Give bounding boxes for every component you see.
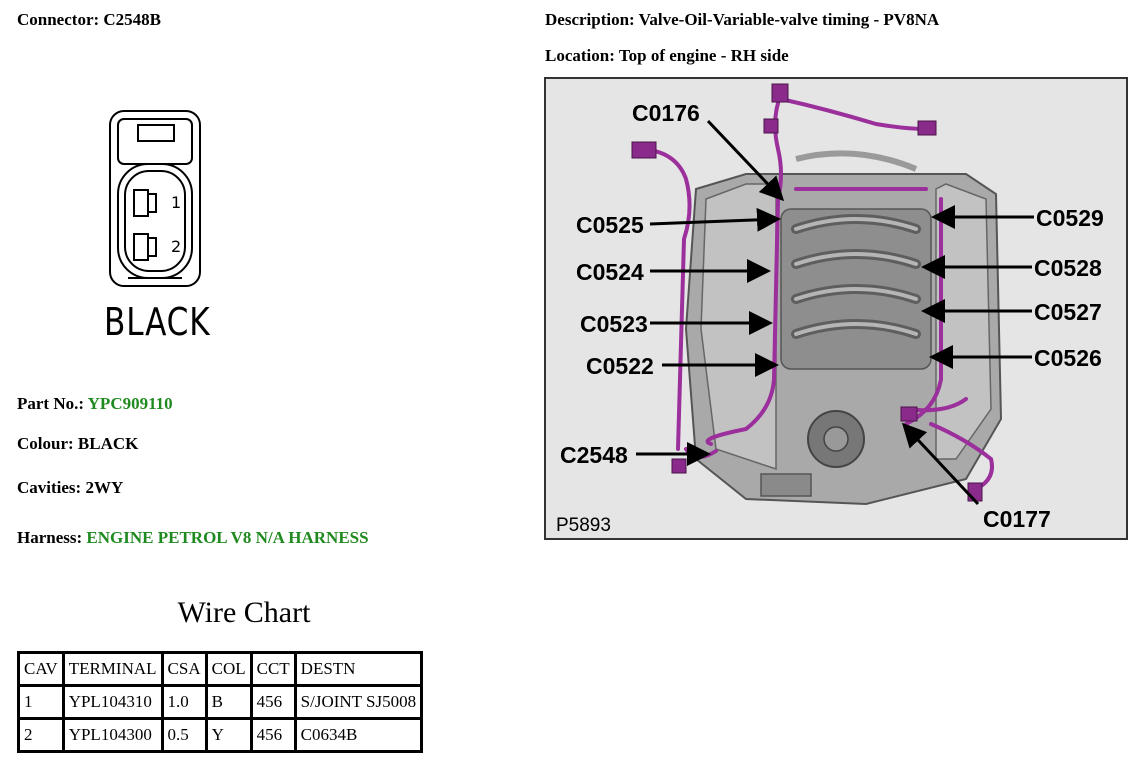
- table-cell: 456: [249, 717, 297, 753]
- cavities-value: 2WY: [85, 478, 124, 497]
- table-cell: 1.0: [160, 684, 208, 720]
- engine-location-figure: C0176 C0525 C0524 C0523 C0522 C2548 C052…: [544, 77, 1128, 540]
- description-value: Valve-Oil-Variable-valve timing - PV8NA: [638, 10, 940, 29]
- table-row: 2 YPL104300 0.5 Y 456 C0634B: [17, 717, 424, 753]
- harness-label: Harness:: [17, 528, 83, 547]
- harness-connectors: [631, 83, 983, 502]
- callout-arrows: [636, 119, 1034, 506]
- table-header-row: CAV TERMINAL CSA COL CCT DESTN: [17, 651, 424, 687]
- callout-c0527: C0527: [1034, 299, 1102, 325]
- connector-colour-text: BLACK: [104, 300, 211, 344]
- table-row: 1 YPL104310 1.0 B 456 S/JOINT SJ5008: [17, 684, 424, 720]
- table-cell: 0.5: [160, 717, 208, 753]
- col-header-csa: CSA: [160, 651, 208, 687]
- figure-code: P5893: [556, 515, 611, 536]
- callout-c0522: C0522: [586, 353, 654, 379]
- callout-c0177: C0177: [983, 506, 1051, 532]
- pin-label-1: 1: [171, 193, 181, 212]
- table-cell: Y: [204, 717, 253, 753]
- cavities-line: Cavities: 2WY: [17, 478, 123, 498]
- harness-value[interactable]: ENGINE PETROL V8 N/A HARNESS: [86, 528, 369, 547]
- table-cell: S/JOINT SJ5008: [293, 684, 424, 720]
- location-value: Top of engine - RH side: [618, 46, 789, 65]
- col-header-cav: CAV: [17, 651, 65, 687]
- part-no-label: Part No.:: [17, 394, 85, 413]
- connector-line: Connector: C2548B: [17, 10, 161, 30]
- harness-line: Harness: ENGINE PETROL V8 N/A HARNESS: [17, 528, 369, 548]
- wire-chart-table: CAV TERMINAL CSA COL CCT DESTN 1 YPL1043…: [17, 651, 424, 753]
- wire-chart-title: Wire Chart: [177, 596, 311, 629]
- part-no-line: Part No.: YPC909110: [17, 394, 173, 414]
- callout-c0525: C0525: [576, 212, 644, 238]
- engine-block: [684, 150, 1003, 506]
- callout-c0176: C0176: [632, 100, 700, 126]
- callout-c2548: C2548: [560, 442, 628, 468]
- location-line: Location: Top of engine - RH side: [545, 46, 789, 66]
- colour-value: BLACK: [77, 434, 139, 453]
- callout-c0524: C0524: [576, 259, 644, 285]
- col-header-col: COL: [204, 651, 253, 687]
- connector-id: C2548B: [103, 10, 162, 29]
- table-cell: 2: [17, 717, 65, 753]
- pin-label-2: 2: [171, 237, 181, 256]
- table-cell: C0634B: [293, 717, 424, 753]
- table-cell: YPL104300: [61, 717, 164, 753]
- callout-c0523: C0523: [580, 311, 648, 337]
- connector-label: Connector:: [17, 10, 100, 29]
- engine-illustration: C0176 C0525 C0524 C0523 C0522 C2548 C052…: [556, 83, 1104, 536]
- cavities-label: Cavities:: [17, 478, 82, 497]
- table-cell: 456: [249, 684, 297, 720]
- colour-line: Colour: BLACK: [17, 434, 138, 454]
- table-cell: YPL104310: [61, 684, 164, 720]
- colour-label: Colour:: [17, 434, 74, 453]
- connector-face-drawing: 1 2: [109, 110, 201, 287]
- callout-c0529: C0529: [1036, 205, 1104, 231]
- description-line: Description: Valve-Oil-Variable-valve ti…: [545, 10, 939, 30]
- col-header-terminal: TERMINAL: [61, 651, 164, 687]
- callout-c0526: C0526: [1034, 345, 1102, 371]
- table-cell: 1: [17, 684, 65, 720]
- description-label: Description:: [545, 10, 635, 29]
- part-no-value[interactable]: YPC909110: [87, 394, 173, 413]
- location-label: Location:: [545, 46, 615, 65]
- col-header-destn: DESTN: [293, 651, 424, 687]
- col-header-cct: CCT: [249, 651, 297, 687]
- callout-c0528: C0528: [1034, 255, 1102, 281]
- table-cell: B: [204, 684, 253, 720]
